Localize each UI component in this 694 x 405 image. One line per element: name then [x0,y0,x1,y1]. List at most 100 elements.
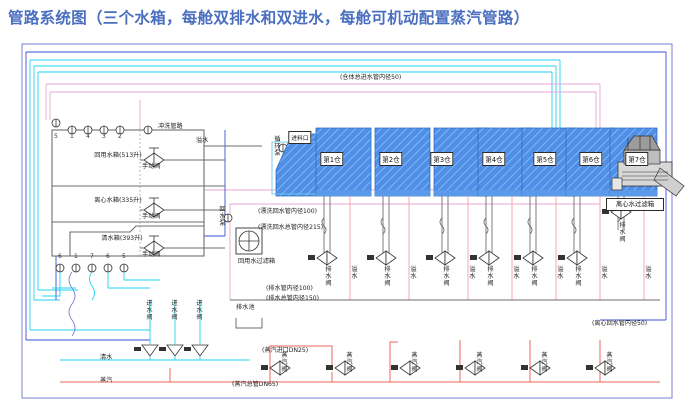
overflow-label-1: 溢水 [351,266,358,281]
steam-valve-label-1: 蒸汽阀 [281,352,288,374]
centrifuge-machine [611,135,685,197]
steam-network [60,340,660,383]
tank-port-number-bot-1: 6 [58,253,62,260]
circulation-pump-label: 循环泵 [274,136,281,158]
centrifuge-filter-text: 离心水过滤箱 [615,200,655,208]
water-tank-assembly [51,129,205,257]
manual-valve-1 [143,147,165,168]
drain-valve-1 [308,250,338,266]
tank-label-2: 离心水箱(335升) [94,197,142,204]
overflow-label-3: 溢水 [469,266,476,281]
tank-riser-squiggles [42,271,160,337]
manual-valve-label-3: 手动阀 [142,251,161,258]
drain-valve-label-3: 排水阀 [443,266,450,288]
steam-valve-label-2: 蒸汽阀 [346,352,353,374]
steam-label: 蒸汽 [100,377,113,384]
inlet-valve-3 [184,344,209,357]
cabin-drop-pipes [321,196,625,258]
annotation-rinse-return-main: (漂洗回水总管内径215) [258,224,324,231]
steam-valve-3 [391,360,421,376]
annotation-cabin-inlet: (仓体总进水管内径50) [340,74,402,81]
reuse-filter-label: 回用水过滤箱 [238,258,275,266]
drain-valve-6 [558,250,588,266]
inlet-valve-label-1: 进水阀 [146,300,153,322]
drain-pool-label: 排水池 [236,304,255,311]
feed-inlet-label: 进料口 [288,131,312,144]
cabin-label-6: 第6仓 [579,152,603,166]
page-title: 管路系统图（三个水箱，每舱双排水和双进水，每舱可机动配置蒸汽管路） [8,8,530,27]
overflow-label-2: 溢水 [410,266,417,281]
annotation-drain-pipe: (排水管内径100) [266,285,313,292]
tank-label-1: 回用水箱(513升) [94,152,142,159]
tank-port-number-bot-2: 1 [74,253,78,260]
overflow-label-4: 溢水 [513,266,520,281]
steam-valve-6 [586,360,616,376]
centrifuge-filter-label: 离心水过滤箱 [606,198,664,211]
steam-valve-5 [521,360,551,376]
drain-pool [230,299,660,329]
steam-valve-4 [456,360,486,376]
manual-valve-2 [143,197,165,218]
cabin-label-5: 第5仓 [533,152,557,166]
cabin-label-3: 第3仓 [430,152,454,166]
overflow-label-6: 溢水 [601,266,608,281]
inlet-valve-label-3: 进水阀 [196,300,203,322]
drain-valve-2 [367,250,397,266]
manual-valve-label-2: 手动阀 [142,213,161,220]
overflow-label-7: 溢水 [645,266,652,281]
drain-valve-3 [426,250,456,266]
drain-valve-label-1: 排水阀 [325,266,332,288]
annotation-steam-inlet: (蒸汽进口DN25) [262,347,309,354]
cabin-label-2: 第2仓 [379,152,403,166]
clean-water-label: 清水 [100,354,113,361]
drain-valve-label-5: 排水阀 [531,266,538,288]
tank-port-number-bot-5: 5 [122,253,126,260]
cabin-label-1: 第1仓 [320,152,344,166]
drain-valve-label-6: 排水阀 [575,266,582,288]
steam-valve-2 [326,360,356,376]
steam-valve-label-5: 蒸汽阀 [541,352,548,374]
reuse-water-filter [235,227,263,255]
inlet-valve-label-2: 进水阀 [171,300,178,322]
return-pump-label: 回水泵 [219,206,226,228]
inlet-valve-2 [159,344,184,357]
manual-valve-3 [143,235,165,256]
return-pump [223,213,233,223]
flush-pipe-label: 冲洗管路 [158,123,183,130]
annotation-rinse-return: (漂洗回水管内径100) [258,208,318,215]
drain-valve-label-7: 排水阀 [619,222,626,244]
drain-valve-label-2: 排水阀 [384,266,391,288]
tank-port-number-bot-3: 7 [90,253,94,260]
tank-port-number-bot-4: 6 [106,253,110,260]
annotation-drain-main: (排水总管内径150) [266,295,319,302]
tank-bottom-ports [55,263,129,273]
drain-valve-label-4: 排水阀 [487,266,494,288]
tank-port-number-top-4: 3 [102,133,106,140]
overflow-label-5: 溢水 [557,266,564,281]
tank-label-3: 清水箱(393升) [101,235,143,242]
cabin-label-7: 第7仓 [625,152,649,166]
steam-valve-1 [261,360,291,376]
tank-port-number-top-5: 2 [118,133,122,140]
steam-valve-row [261,360,616,376]
steam-valve-label-6: 蒸汽阀 [606,352,613,374]
cabin-label-4: 第4仓 [482,152,506,166]
annotation-steam-main: (蒸汽总管DN65) [232,381,279,388]
drain-valve-4 [470,250,500,266]
tank-overflow-label: 溢水 [196,137,209,144]
inlet-valve-row [60,300,250,361]
inlet-valve-1 [134,344,159,357]
manual-valve-label-1: 手动阀 [142,163,161,170]
steam-valve-label-4: 蒸汽阀 [476,352,483,374]
tank-port-number-top-2: 1 [70,133,74,140]
drain-valve-5 [514,250,544,266]
annotation-centrifuge-return: (离心回水管内径50) [592,320,648,327]
overflow-risers [349,196,645,300]
drain-valve-row [308,204,632,266]
steam-valve-label-3: 蒸汽阀 [411,352,418,374]
reuse-filter-text: 回用水过滤箱 [238,258,276,265]
outer-frame [21,43,673,399]
tank-port-number-top-1: 5 [54,133,58,140]
tank-port-number-top-3: 4 [86,133,90,140]
